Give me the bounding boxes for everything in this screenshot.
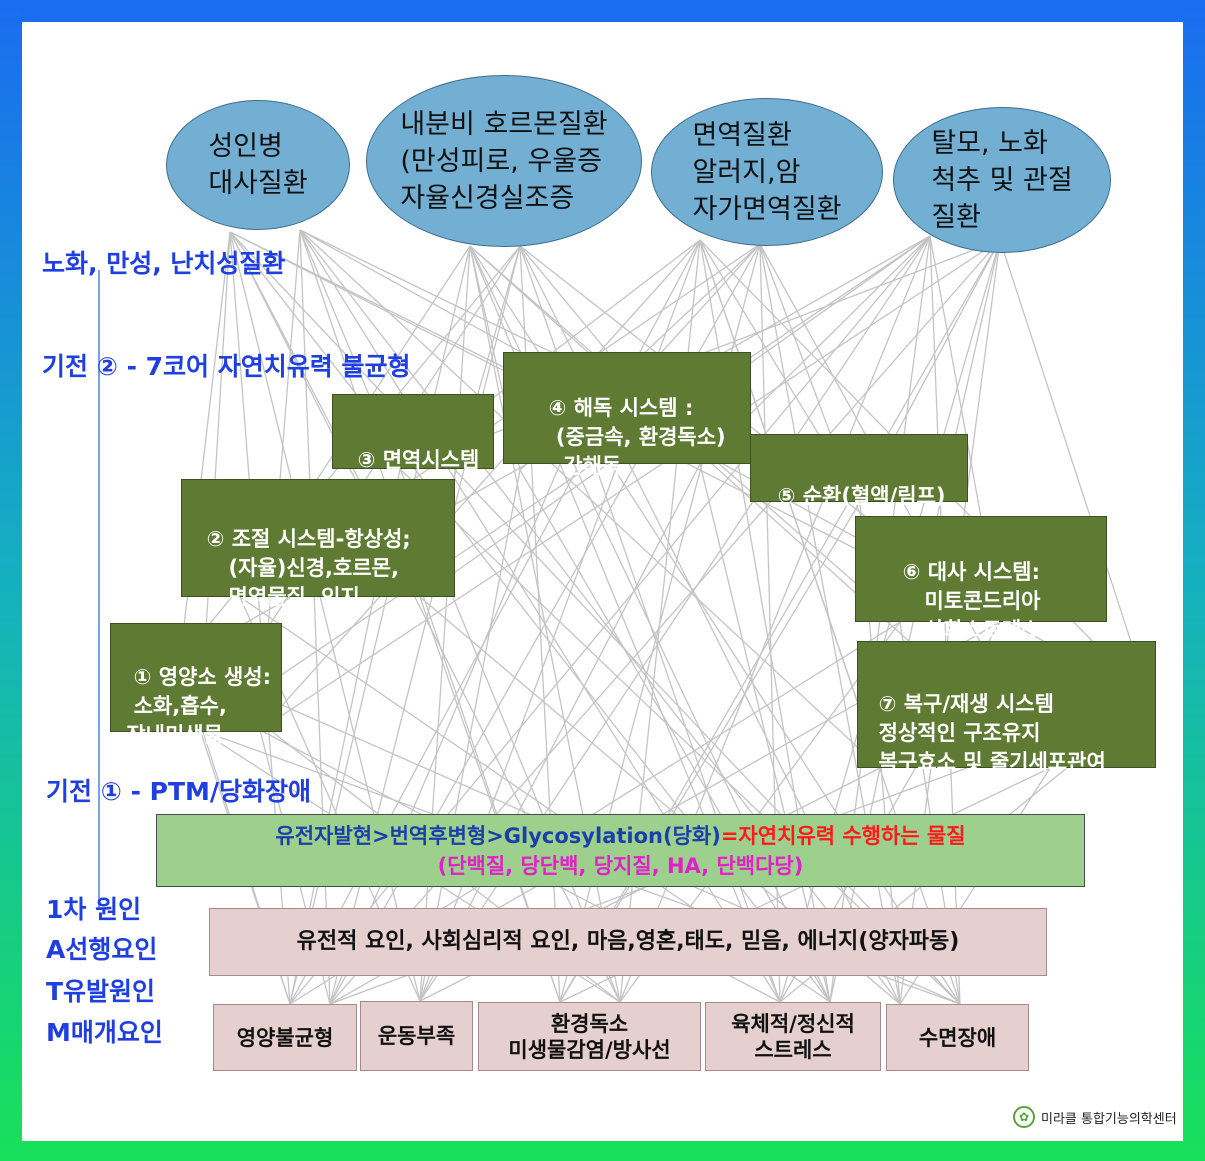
system-label: ① 영양소 생성: 소화,흡수, 장내미생물 — [126, 665, 272, 747]
frame-right — [1183, 0, 1205, 1161]
label-aging-chronic: 노화, 만성, 난치성질환 — [42, 249, 286, 278]
system-2-regulation: ② 조절 시스템-항상성; (자율)신경,호르몬, 면역물질, 인지 — [181, 479, 455, 609]
frame-bottom — [0, 1141, 1205, 1161]
cause-label: 환경독소 미생물감염/방사선 — [508, 1011, 671, 1062]
system-4-detox: ④ 해독 시스템 : (중금속, 환경독소) 간해독 — [503, 352, 751, 478]
cause-label: 운동부족 — [377, 1024, 456, 1048]
center-logo: ✿ 미라클 통합기능의학센터 — [1013, 1106, 1177, 1128]
system-5-circulation: ⑤ 순환(혈액/림프) — [750, 434, 968, 508]
label-mechanism-1: 기전 ① - PTM/당화장애 — [46, 777, 312, 806]
frame-top — [0, 0, 1205, 22]
side-connector-line — [98, 270, 100, 910]
frame-left — [0, 0, 22, 1161]
label-antecedent: A선행요인 — [46, 935, 158, 964]
glycosylation-box: 유전자발현>번역후변형>Glycosylation(당화)=자연치유력 수행하는… — [156, 814, 1085, 887]
cause-label: 영양불균형 — [236, 1025, 334, 1050]
system-label: ⑤ 순환(혈액/림프) — [777, 484, 946, 508]
connector-line — [299, 229, 881, 769]
disease-label: 탈모, 노화 척추 및 관절 질환 — [931, 127, 1073, 233]
disease-endocrine: 내분비 호르몬질환 (만성피로, 우울증 자율신경실조증 — [366, 75, 642, 247]
glycosylation-healing: =자연치유력 수행하는 물질 — [720, 824, 966, 848]
disease-label: 면역질환 알러지,암 자가면역질환 — [692, 119, 842, 225]
cause-environmental-toxins: 환경독소 미생물감염/방사선 — [478, 1002, 701, 1071]
system-label: ④ 해독 시스템 : (중금속, 환경독소) 간해독 — [548, 396, 726, 478]
system-label: ③ 면역시스템 — [357, 448, 480, 472]
disease-adult-metabolic: 성인병 대사질환 — [166, 100, 350, 230]
connector-line — [999, 239, 1151, 701]
logo-text: 미라클 통합기능의학센터 — [1041, 1111, 1177, 1127]
connector-line — [259, 239, 701, 731]
leaf-icon: ✿ — [1013, 1106, 1035, 1128]
connector-line — [199, 235, 931, 731]
system-label: ② 조절 시스템-항상성; (자율)신경,호르몬, 면역물질, 인지 — [206, 527, 411, 609]
cause-label: 육체적/정신적 스트레스 — [731, 1011, 855, 1062]
system-7-repair: ⑦ 복구/재생 시스템 정상적인 구조유지 복구효소 및 줄기세포관여 — [857, 641, 1156, 774]
system-3-immune: ③ 면역시스템 — [332, 394, 494, 472]
disease-label: 성인병 대사질환 — [208, 131, 308, 199]
cause-label: 수면장애 — [918, 1025, 997, 1050]
primary-factors-box: 유전적 요인, 사회심리적 요인, 마음,영혼,태도, 믿음, 에너지(양자파동… — [209, 908, 1047, 976]
cause-nutrition-imbalance: 영양불균형 — [213, 1004, 357, 1071]
system-6-metabolism: ⑥ 대사 시스템: 미토콘드리아 산화스트레스 — [855, 516, 1107, 642]
disease-immune: 면역질환 알러지,암 자가면역질환 — [651, 98, 883, 246]
connector-line — [259, 239, 1001, 731]
cause-sleep-disorder: 수면장애 — [886, 1004, 1029, 1071]
system-1-nutrition: ① 영양소 생성: 소화,흡수, 장내미생물 — [110, 623, 282, 747]
label-trigger: T유발원인 — [46, 977, 156, 1006]
disease-hairloss-aging: 탈모, 노화 척추 및 관절 질환 — [893, 107, 1111, 253]
system-label: ⑥ 대사 시스템: 미토콘드리아 산화스트레스 — [902, 560, 1041, 642]
system-label: ⑦ 복구/재생 시스템 정상적인 구조유지 복구효소 및 줄기세포관여 — [878, 692, 1106, 774]
label-mechanism-2: 기전 ② - 7코어 자연치유력 불균형 — [42, 352, 411, 381]
disease-label: 내분비 호르몬질환 (만성피로, 우울증 자율신경실조증 — [400, 108, 608, 214]
glycosylation-substances: (단백질, 당단백, 당지질, HA, 단백다당) — [437, 854, 804, 878]
primary-factors-label: 유전적 요인, 사회심리적 요인, 마음,영혼,태도, 믿음, 에너지(양자파동… — [296, 929, 960, 954]
cause-lack-of-exercise: 운동부족 — [360, 1001, 473, 1071]
glycosylation-pathway: 유전자발현>번역후변형>Glycosylation(당화) — [275, 824, 721, 848]
label-mediator: M매개요인 — [46, 1018, 163, 1047]
cause-stress: 육체적/정신적 스트레스 — [705, 1002, 881, 1071]
connector-line — [699, 239, 881, 769]
label-primary-cause: 1차 원인 — [46, 895, 142, 924]
